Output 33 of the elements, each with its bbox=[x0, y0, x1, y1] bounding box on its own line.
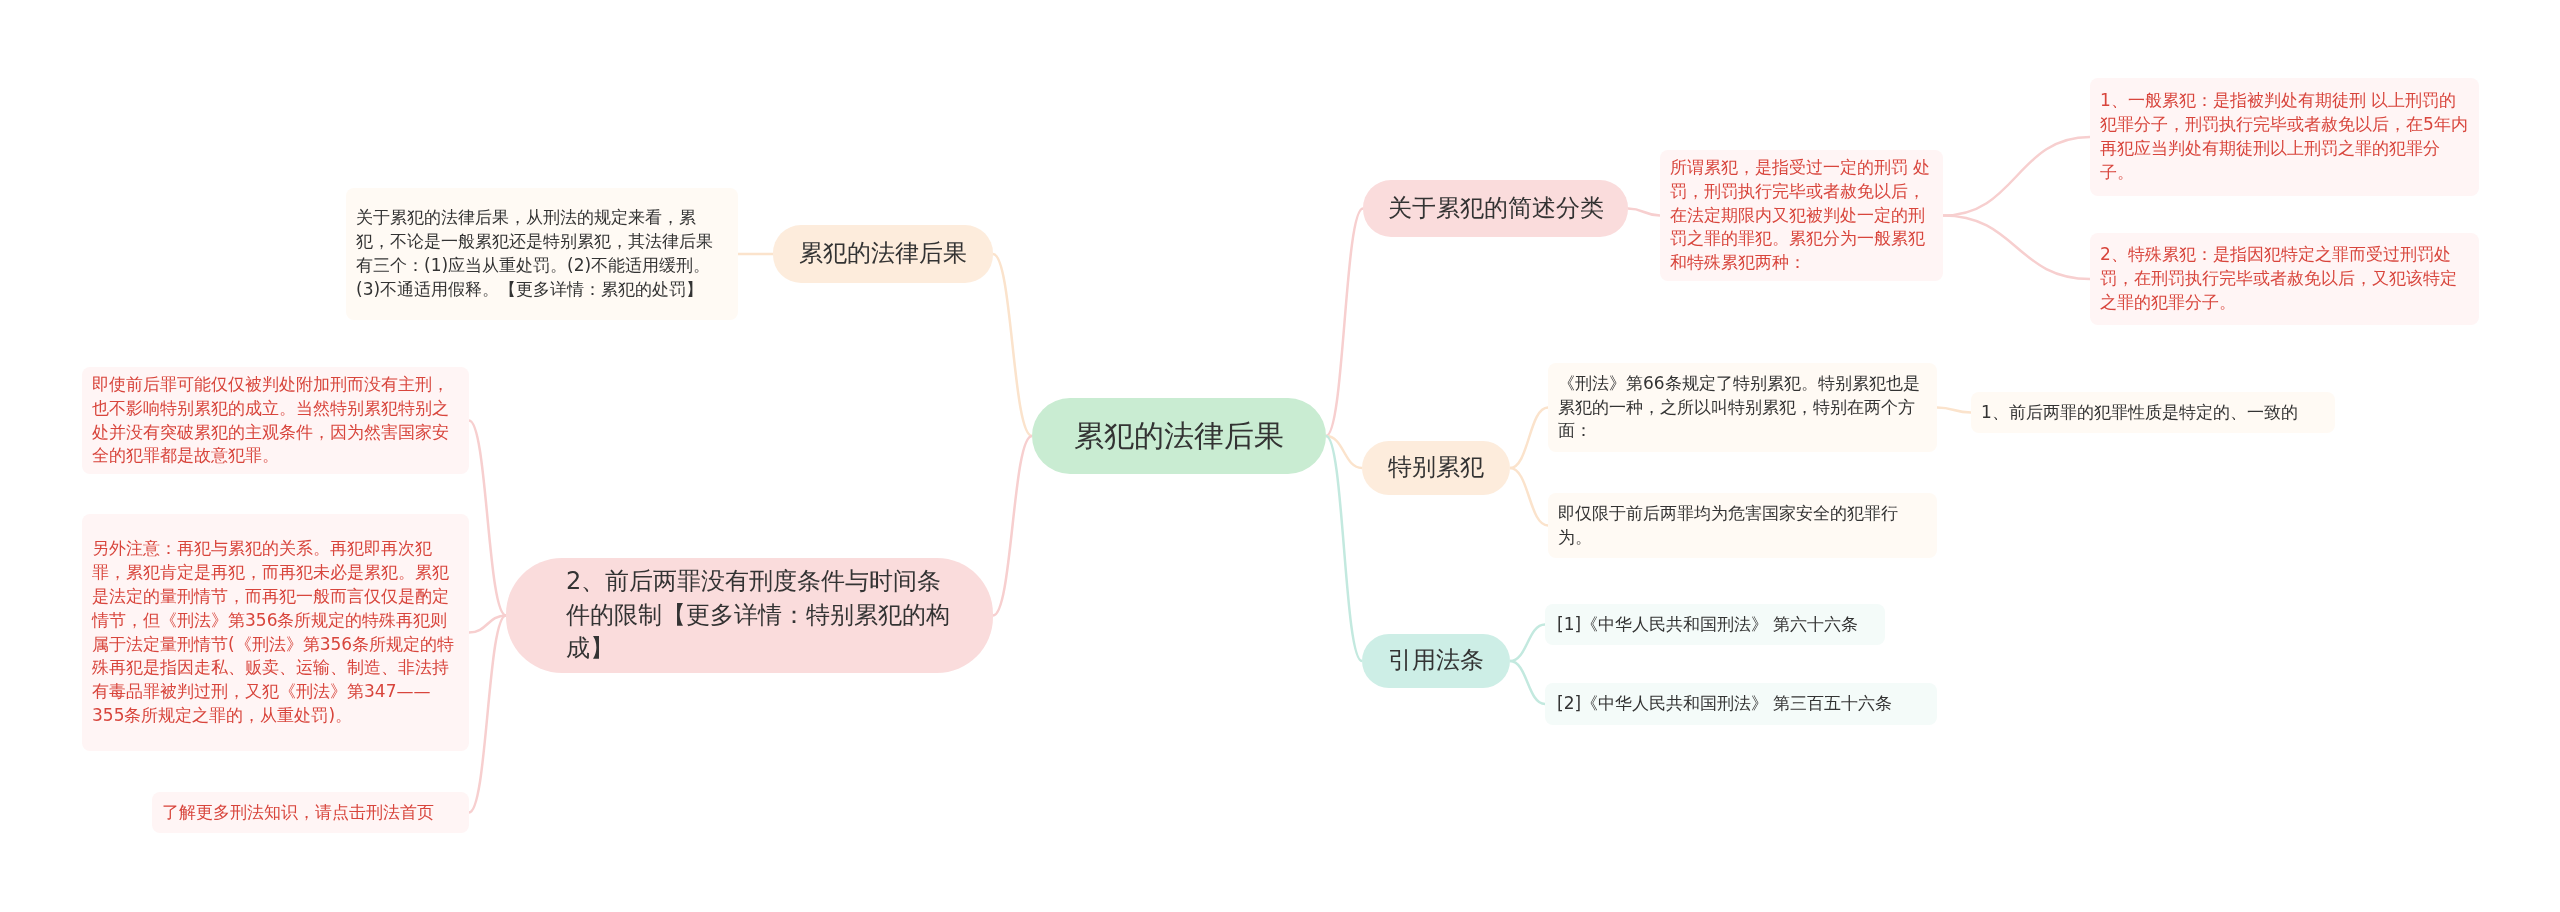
connector-line bbox=[992, 435, 1033, 617]
note-box: 《刑法》第66条规定了特别累犯。特别累犯也是累犯的一种，之所以叫特别累犯，特别在两个方面： bbox=[1548, 363, 1937, 452]
connector-line bbox=[1509, 659, 1546, 706]
branch-topic: 特别累犯 bbox=[1362, 441, 1510, 495]
connector-line bbox=[1509, 466, 1549, 527]
note-box: 关于累犯的法律后果，从刑法的规定来看，累犯，不论是一般累犯还是特别累犯，其法律后果有三个：(1)应当从重处罚。(2)不能适用缓刑。(3)不通适用假释。【更多详情：累犯的处罚】 bbox=[346, 188, 738, 320]
note-box: 另外注意：再犯与累犯的关系。再犯即再次犯罪，累犯肯定是再犯，而再犯未必是累犯。累犯是法定的量刑情节，而再犯一般而言仅仅是酌定情节，但《刑法》第356条所规定的特殊再犯则属于法定量刑情节(《刑法》第356条所规定的特殊再犯是指因走私、贩卖、运输、制造、非法持有毒品罪被判过刑，又犯《刑法》第347——355条所规定之罪的，从重处罚)。 bbox=[82, 514, 469, 751]
connector-line bbox=[468, 614, 507, 814]
note-box: 所谓累犯，是指受过一定的刑罚 处罚，刑罚执行完毕或者赦免以后，在法定期限内又犯被判处一定的刑罚之罪的罪犯。累犯分为一般累犯和特殊累犯两种： bbox=[1660, 150, 1943, 281]
branch-topic: 2、前后两罪没有刑度条件与时间条件的限制【更多详情：特别累犯的构成】 bbox=[506, 558, 993, 673]
note-box: 2、特殊累犯：是指因犯特定之罪而受过刑罚处罚，在刑罚执行完毕或者赦免以后，又犯该特定之罪的犯罪分子。 bbox=[2090, 233, 2479, 325]
connector-line bbox=[468, 419, 507, 617]
note-box: 即仅限于前后两罪均为危害国家安全的犯罪行为。 bbox=[1548, 493, 1937, 558]
connector-line bbox=[1325, 434, 1363, 470]
connector-line bbox=[1325, 435, 1363, 662]
note-box: 了解更多刑法知识，请点击刑法首页 bbox=[152, 792, 469, 833]
note-box: [2]《中华人民共和国刑法》 第三百五十六条 bbox=[1545, 683, 1937, 725]
note-box: [1]《中华人民共和国刑法》 第六十六条 bbox=[1545, 604, 1885, 645]
connector-line bbox=[1325, 207, 1364, 437]
branch-topic: 引用法条 bbox=[1362, 634, 1510, 688]
note-box: 1、前后两罪的犯罪性质是特定的、一致的 bbox=[1971, 392, 2335, 433]
note-box: 1、一般累犯：是指被判处有期徒刑 以上刑罚的犯罪分子，刑罚执行完毕或者赦免以后，在5年内再犯应当判处有期徒刑以上刑罚之罪的犯罪分子。 bbox=[2090, 78, 2479, 196]
note-box: 即使前后罪可能仅仅被判处附加刑而没有主刑，也不影响特别累犯的成立。当然特别累犯特别之处并没有突破累犯的主观条件，因为然害国家安全的犯罪都是故意犯罪。 bbox=[82, 367, 469, 475]
connector-line bbox=[738, 252, 773, 256]
connector-line bbox=[1936, 406, 1972, 414]
central-topic: 累犯的法律后果 bbox=[1032, 398, 1326, 474]
connector-line bbox=[1509, 406, 1549, 470]
connector-line bbox=[1942, 214, 2091, 281]
branch-topic: 累犯的法律后果 bbox=[773, 225, 993, 283]
branch-topic: 关于累犯的简述分类 bbox=[1363, 180, 1628, 237]
connector-line bbox=[1627, 207, 1661, 217]
connector-line bbox=[1509, 623, 1546, 663]
connector-line bbox=[992, 253, 1033, 437]
